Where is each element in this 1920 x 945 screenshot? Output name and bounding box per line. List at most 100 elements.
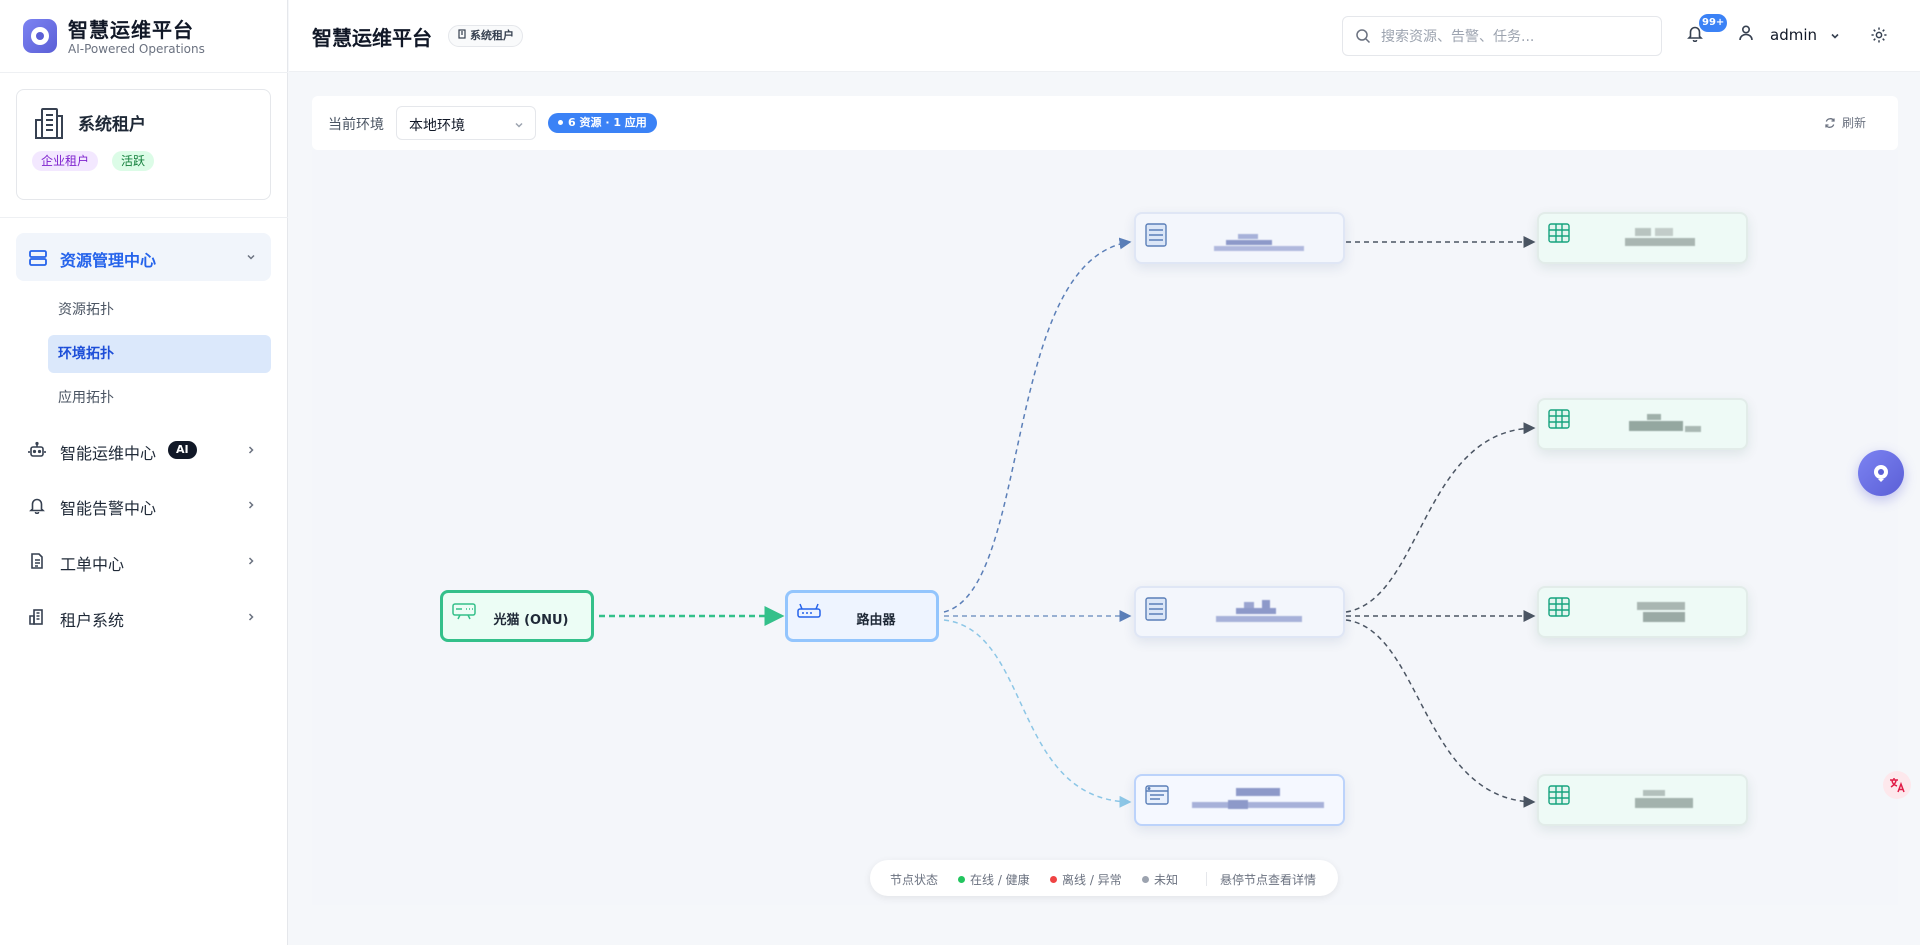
tenant-name: 系统租户: [78, 115, 146, 135]
chevron-right-icon: [248, 446, 254, 454]
resource-count-badge: 6 资源 · 1 应用: [548, 113, 657, 133]
notification-bell-icon[interactable]: [1687, 24, 1703, 42]
bell-icon: [29, 498, 45, 514]
edge-server2-db2: [1345, 422, 1536, 613]
sidebar-item-label: 智能运维中心: [60, 444, 157, 463]
server-icon: [1145, 223, 1167, 247]
tenant-status-badge: 活跃: [112, 151, 155, 171]
redacted-label-graphic: [1192, 788, 1324, 809]
topology-node-database[interactable]: [1537, 586, 1748, 638]
topology-node-server[interactable]: [1134, 586, 1345, 638]
modem-icon: [452, 603, 476, 620]
brand-subtitle: AI-Powered Operations: [68, 42, 205, 56]
topology-canvas[interactable]: 光猫 (ONU) 路由器 节点状态 在线 / 健康 离线 / 异常: [312, 150, 1898, 905]
legend-hint: 悬停节点查看详情: [1220, 873, 1317, 887]
env-select[interactable]: 本地环境: [396, 106, 536, 140]
sidebar-item-tenants[interactable]: 租户系统: [16, 595, 271, 639]
sidebar-item-aiops[interactable]: 智能运维中心 AI: [16, 428, 271, 472]
topology-node-application[interactable]: [1134, 774, 1345, 826]
topology-node-onu[interactable]: 光猫 (ONU): [440, 590, 594, 642]
legend-unknown: 未知: [1142, 871, 1178, 888]
user-icon[interactable]: [1738, 24, 1754, 42]
notification-count-badge: 99+: [1699, 14, 1728, 32]
search-input[interactable]: [1381, 26, 1651, 48]
sidebar-item-label: 租户系统: [60, 611, 125, 630]
tenant-pill-label: 系统租户: [470, 29, 514, 42]
sidebar-item-tickets[interactable]: 工单中心: [16, 539, 271, 583]
sidebar-item-alerts[interactable]: 智能告警中心: [16, 483, 271, 527]
page-title: 智慧运维平台: [312, 26, 432, 50]
sidebar-item-resource-topology[interactable]: 资源拓扑: [58, 302, 114, 318]
redacted-label-graphic: [1629, 414, 1701, 432]
chevron-down-icon: [515, 122, 523, 128]
legend-offline: 离线 / 异常: [1050, 871, 1122, 888]
chevron-right-icon: [248, 557, 254, 565]
legend-divider: [1206, 872, 1207, 886]
topology-node-server[interactable]: [1134, 212, 1345, 264]
tenant-type-badge: 企业租户: [32, 151, 99, 171]
database-grid-icon: [1548, 785, 1570, 805]
topology-node-database[interactable]: [1537, 398, 1748, 450]
username[interactable]: admin: [1770, 26, 1817, 44]
edge-router-server1: [943, 237, 1132, 613]
building-icon: [29, 609, 43, 625]
chevron-right-icon: [248, 613, 254, 621]
edge-server2-db4: [1345, 619, 1536, 808]
tenant-pill: 系统租户: [448, 25, 523, 47]
refresh-button[interactable]: 刷新: [1824, 114, 1866, 131]
sidebar-divider: [0, 217, 288, 218]
refresh-icon: [1825, 118, 1835, 128]
database-grid-icon: [1548, 409, 1570, 429]
topology-node-database[interactable]: [1537, 212, 1748, 264]
browser-window-icon: [1145, 785, 1169, 805]
topology-edges: [599, 236, 1536, 808]
sidebar-item-env-topology[interactable]: 环境拓扑: [48, 335, 271, 373]
document-icon: [31, 553, 43, 569]
redacted-label-graphic: [1637, 602, 1685, 622]
brand: 智慧运维平台 AI-Powered Operations: [0, 0, 288, 73]
topology-node-router[interactable]: 路由器: [785, 590, 939, 642]
server-icon: [1145, 597, 1167, 621]
sidebar-item-label: 智能告警中心: [60, 499, 157, 518]
sidebar-item-label: 工单中心: [60, 555, 125, 574]
sidebar: 智慧运维平台 AI-Powered Operations 系统租户 企业租户 活…: [0, 0, 288, 945]
top-header: 智慧运维平台 系统租户 99+ admin: [289, 0, 1920, 72]
search-box[interactable]: [1342, 16, 1662, 56]
brand-title: 智慧运维平台: [68, 18, 194, 42]
database-grid-icon: [1548, 223, 1570, 243]
database-grid-icon: [1548, 597, 1570, 617]
sidebar-group-label: 资源管理中心: [60, 251, 157, 270]
server-icon: [29, 250, 47, 266]
chevron-down-icon: [247, 254, 255, 260]
router-icon: [797, 603, 821, 618]
redacted-label-graphic: [1216, 600, 1302, 622]
gear-icon[interactable]: [1870, 26, 1888, 44]
chevron-right-icon: [248, 501, 254, 509]
redacted-label-graphic: [1214, 234, 1304, 251]
sidebar-item-app-topology[interactable]: 应用拓扑: [58, 390, 114, 406]
translate-icon[interactable]: [1883, 771, 1911, 799]
ai-assistant-button[interactable]: [1858, 450, 1904, 496]
edge-router-app: [943, 619, 1132, 808]
tenant-card[interactable]: 系统租户 企业租户 活跃: [16, 89, 271, 200]
building-icon: [458, 29, 466, 39]
ai-badge: AI: [168, 441, 197, 459]
chevron-down-icon[interactable]: [1829, 30, 1841, 42]
topology-node-label: 路由器: [856, 613, 896, 628]
legend-title: 节点状态: [890, 873, 939, 887]
topology-node-label: 光猫 (ONU): [493, 613, 569, 628]
search-icon: [1356, 29, 1371, 44]
redacted-label-graphic: [1625, 228, 1695, 246]
robot-icon: [28, 441, 46, 457]
env-select-value: 本地环境: [409, 118, 465, 134]
building-icon: [35, 108, 63, 139]
redacted-label-graphic: [1635, 790, 1693, 808]
topology-toolbar: 当前环境 本地环境 6 资源 · 1 应用 刷新: [312, 96, 1898, 150]
env-label: 当前环境: [328, 117, 384, 133]
sidebar-group-resource-center[interactable]: 资源管理中心: [16, 233, 271, 281]
topology-node-database[interactable]: [1537, 774, 1748, 826]
legend-online: 在线 / 健康: [958, 871, 1030, 888]
assistant-icon: [1874, 465, 1888, 482]
status-legend: 节点状态 在线 / 健康 离线 / 异常 未知 悬停节点查看详情: [870, 860, 1338, 896]
brand-logo-icon: [23, 19, 57, 53]
